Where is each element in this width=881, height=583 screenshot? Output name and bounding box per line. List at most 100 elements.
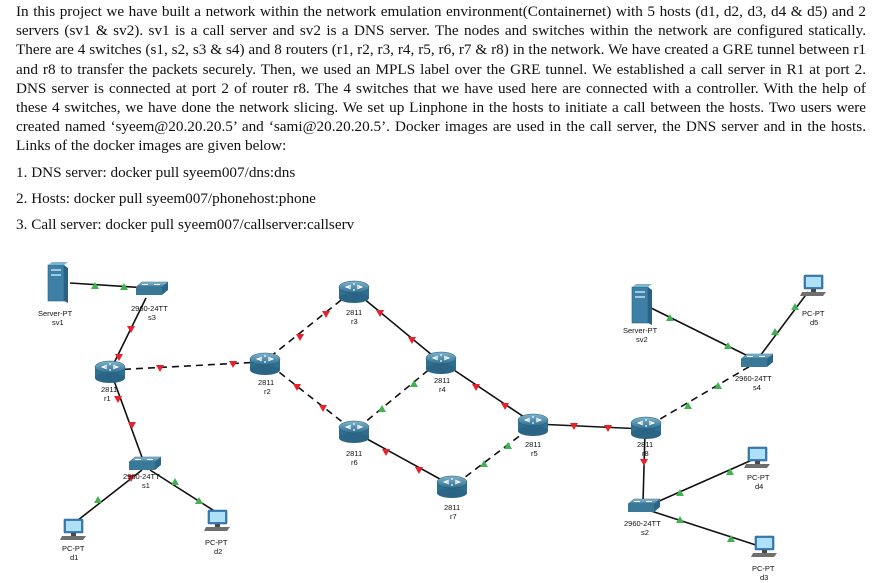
- pc-icon: [203, 509, 231, 532]
- d5-model-label: PC-PT: [802, 309, 825, 318]
- r8-name-label: r8: [642, 449, 649, 458]
- sv2-model-label: Server-PT: [623, 326, 658, 335]
- link-r1-r2: [111, 361, 262, 371]
- router-icon: [338, 280, 370, 304]
- switch-icon: [740, 353, 774, 368]
- r5-name-label: r5: [531, 449, 538, 458]
- link-r6-r4: [357, 362, 438, 429]
- s1-name-label: s1: [142, 481, 150, 490]
- pc-icon: [750, 535, 778, 558]
- device-r3: 2811 r3: [338, 280, 370, 326]
- sv1-name-label: sv1: [52, 318, 64, 327]
- d1-name-label: d1: [70, 553, 78, 562]
- device-d1: PC-PT d1: [59, 518, 87, 562]
- d1-model-label: PC-PT: [62, 544, 85, 553]
- r7-name-label: r7: [450, 512, 457, 521]
- link-r8-s4: [649, 364, 753, 426]
- s4-name-label: s4: [753, 383, 761, 392]
- link-s1-d2: [149, 469, 217, 513]
- d2-model-label: PC-PT: [205, 538, 228, 547]
- link-r2-r3: [269, 292, 351, 358]
- sv1-model-label: Server-PT: [38, 309, 73, 318]
- r5-model-label: 2811: [525, 440, 541, 449]
- device-s1: 2960-24TT s1: [123, 456, 162, 490]
- r2-name-label: r2: [264, 387, 271, 396]
- links: [69, 282, 809, 548]
- intro-paragraph: In this project we have built a network …: [16, 3, 866, 155]
- s2-name-label: s2: [641, 528, 649, 537]
- s1-model-label: 2960-24TT: [123, 472, 160, 481]
- pc-icon: [743, 446, 771, 469]
- r6-model-label: 2811: [346, 449, 362, 458]
- switch-icon: [135, 281, 169, 296]
- device-r2: 2811 r2: [249, 352, 281, 396]
- r2-model-label: 2811: [258, 378, 274, 387]
- device-sv2: Server-PT sv2: [623, 283, 658, 344]
- d4-name-label: d4: [755, 482, 763, 491]
- r8-model-label: 2811: [637, 440, 653, 449]
- list-item-call-server: 3. Call server: docker pull syeem007/cal…: [16, 216, 355, 234]
- r4-name-label: r4: [439, 385, 446, 394]
- device-d5: PC-PT d5: [799, 274, 827, 327]
- device-r5: 2811 r5: [517, 413, 549, 458]
- text-block: In this project we have built a network …: [16, 2, 866, 234]
- link-r4-r5: [444, 363, 531, 422]
- d5-name-label: d5: [810, 318, 818, 327]
- switch-icon: [627, 498, 661, 513]
- r1-model-label: 2811: [101, 385, 117, 394]
- s2-model-label: 2960-24TT: [624, 519, 661, 528]
- link-sv1-s3: [69, 282, 149, 289]
- r1-name-label: r1: [104, 394, 111, 403]
- device-d3: PC-PT d3: [750, 535, 778, 582]
- list-item-dns: 1. DNS server: docker pull syeem007/dns:…: [16, 163, 296, 181]
- link-r3-r4: [356, 292, 439, 361]
- router-icon: [436, 475, 468, 499]
- device-sv1: Server-PT sv1: [38, 261, 73, 327]
- link-r7-r5: [455, 427, 531, 485]
- router-icon: [425, 351, 457, 375]
- device-s3: 2960-24TT s3: [131, 281, 169, 322]
- s3-model-label: 2960-24TT: [131, 304, 168, 313]
- link-r1-s1: [112, 377, 144, 461]
- link-s2-d3: [647, 509, 763, 548]
- link-s2-d4: [647, 459, 753, 507]
- pc-icon: [799, 274, 827, 297]
- device-s2: 2960-24TT s2: [624, 498, 661, 537]
- d3-model-label: PC-PT: [752, 564, 775, 573]
- link-r2-r6: [269, 364, 351, 429]
- link-s4-d5: [759, 291, 809, 357]
- link-r8-s2: [642, 431, 646, 504]
- device-d4: PC-PT d4: [743, 446, 771, 491]
- d4-model-label: PC-PT: [747, 473, 770, 482]
- router-icon: [338, 420, 370, 444]
- server-icon: [631, 283, 653, 326]
- list-item-hosts: 2. Hosts: docker pull syeem007/phonehost…: [16, 189, 316, 207]
- router-icon: [249, 352, 281, 376]
- sv2-name-label: sv2: [636, 335, 648, 344]
- s4-model-label: 2960-24TT: [735, 374, 772, 383]
- device-r8: 2811 r8: [630, 416, 662, 458]
- r3-model-label: 2811: [346, 308, 362, 317]
- server-icon: [47, 261, 69, 304]
- switch-icon: [128, 456, 162, 471]
- link-r6-r7: [357, 433, 450, 485]
- r4-model-label: 2811: [434, 376, 450, 385]
- s3-name-label: s3: [148, 313, 156, 322]
- d3-name-label: d3: [760, 573, 768, 582]
- link-sv2-s4: [644, 304, 753, 359]
- r7-model-label: 2811: [444, 503, 460, 512]
- pc-icon: [59, 518, 87, 541]
- link-r5-r8: [535, 423, 645, 430]
- device-r7: 2811 r7: [436, 475, 468, 521]
- device-r6: 2811 r6: [338, 420, 370, 467]
- r3-name-label: r3: [351, 317, 358, 326]
- d2-name-label: d2: [214, 547, 222, 556]
- device-d2: PC-PT d2: [203, 509, 231, 556]
- device-r4: 2811 r4: [425, 351, 457, 394]
- router-icon: [517, 413, 549, 437]
- device-s4: 2960-24TT s4: [735, 353, 774, 392]
- device-r1: 2811 r1: [94, 360, 126, 403]
- r6-name-label: r6: [351, 458, 358, 467]
- router-icon: [94, 360, 126, 384]
